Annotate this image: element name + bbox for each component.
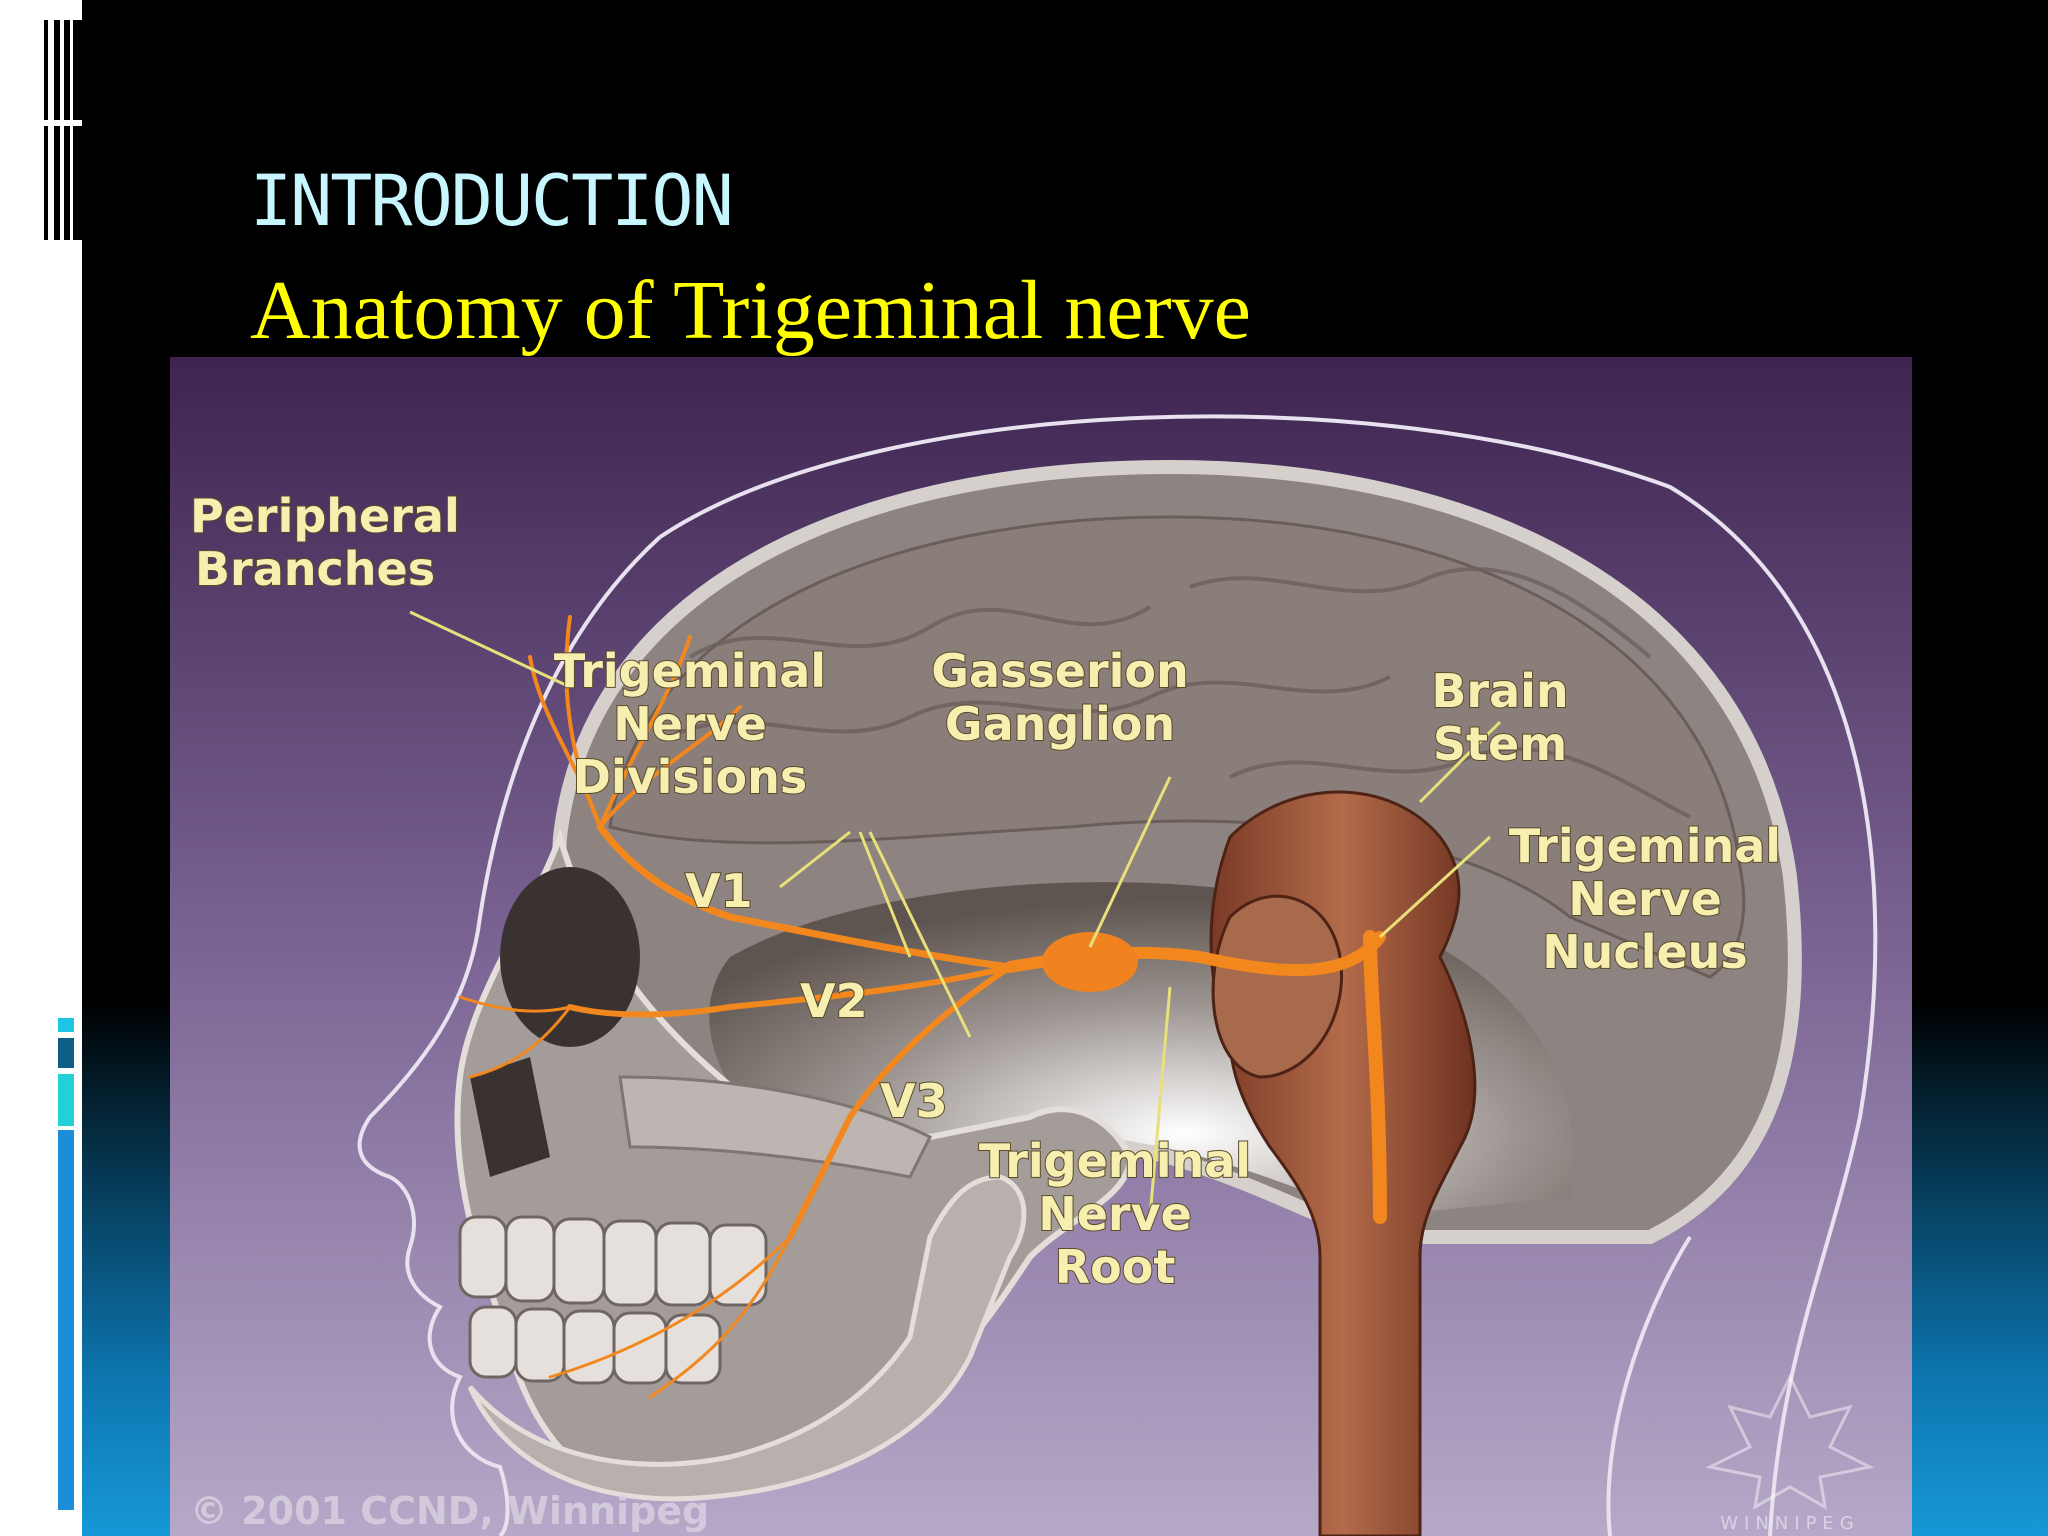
watermark-text: WINNIPEG — [1720, 1513, 1860, 1534]
nasal-cavity — [470, 1057, 550, 1177]
label-root-line1: Trigeminal — [979, 1134, 1251, 1188]
label-gasserion-line1: Gasserion — [931, 644, 1189, 698]
label-leader-lines — [409, 610, 1502, 1218]
brain-surface — [608, 515, 1746, 979]
label-root-line2: Nerve — [1038, 1187, 1192, 1241]
orbit — [500, 867, 640, 1047]
label-nucleus-line2: Nerve — [1568, 872, 1722, 926]
deco-stripe — [60, 20, 64, 240]
label-peripheral-line1: Peripheral — [190, 489, 460, 543]
cheekbone — [618, 1075, 933, 1179]
copyright-notice: © 2001 CCND, Winnipeg — [190, 1489, 709, 1533]
brain-gyri — [669, 566, 1691, 819]
deco-stripe — [48, 20, 54, 240]
label-brainstem-line1: Brain — [1431, 664, 1568, 718]
label-divisions-line2: Nerve — [613, 697, 767, 751]
label-peripheral-line2: Branches — [195, 542, 435, 596]
slide-heading: INTRODUCTION — [250, 160, 734, 242]
maple-leaf-watermark — [1705, 1373, 1875, 1510]
deco-block-navy — [58, 1038, 74, 1068]
label-divisions-line3: Divisions — [573, 750, 808, 804]
label-gasserion-line2: Ganglion — [945, 697, 1175, 751]
label-nucleus-line3: Nucleus — [1542, 925, 1748, 979]
label-root-line3: Root — [1055, 1240, 1176, 1294]
deco-stripe — [44, 120, 82, 126]
deco-block-blue — [58, 1130, 74, 1510]
pons — [1211, 894, 1343, 1079]
label-v1: V1 — [685, 864, 753, 918]
deco-block-cyan — [58, 1018, 74, 1032]
gasserian-ganglion — [1042, 932, 1138, 992]
mandible — [467, 1174, 1027, 1502]
trigeminal-nerve-pathways — [458, 615, 1387, 1399]
slide-subheading: Anatomy of Trigeminal nerve — [250, 264, 1251, 357]
label-v3: V3 — [880, 1074, 948, 1128]
label-divisions-line1: Trigeminal — [554, 644, 826, 698]
head-outline — [357, 414, 1878, 1536]
deco-block-teal — [58, 1074, 74, 1126]
label-v2: V2 — [800, 974, 868, 1028]
teeth — [458, 1215, 768, 1385]
label-nucleus-line1: Trigeminal — [1509, 819, 1781, 873]
deco-stripe — [70, 20, 73, 240]
trigeminal-anatomy-figure: Peripheral Branches Trigeminal Nerve Div… — [170, 357, 1912, 1536]
label-brainstem-line2: Stem — [1433, 717, 1567, 771]
